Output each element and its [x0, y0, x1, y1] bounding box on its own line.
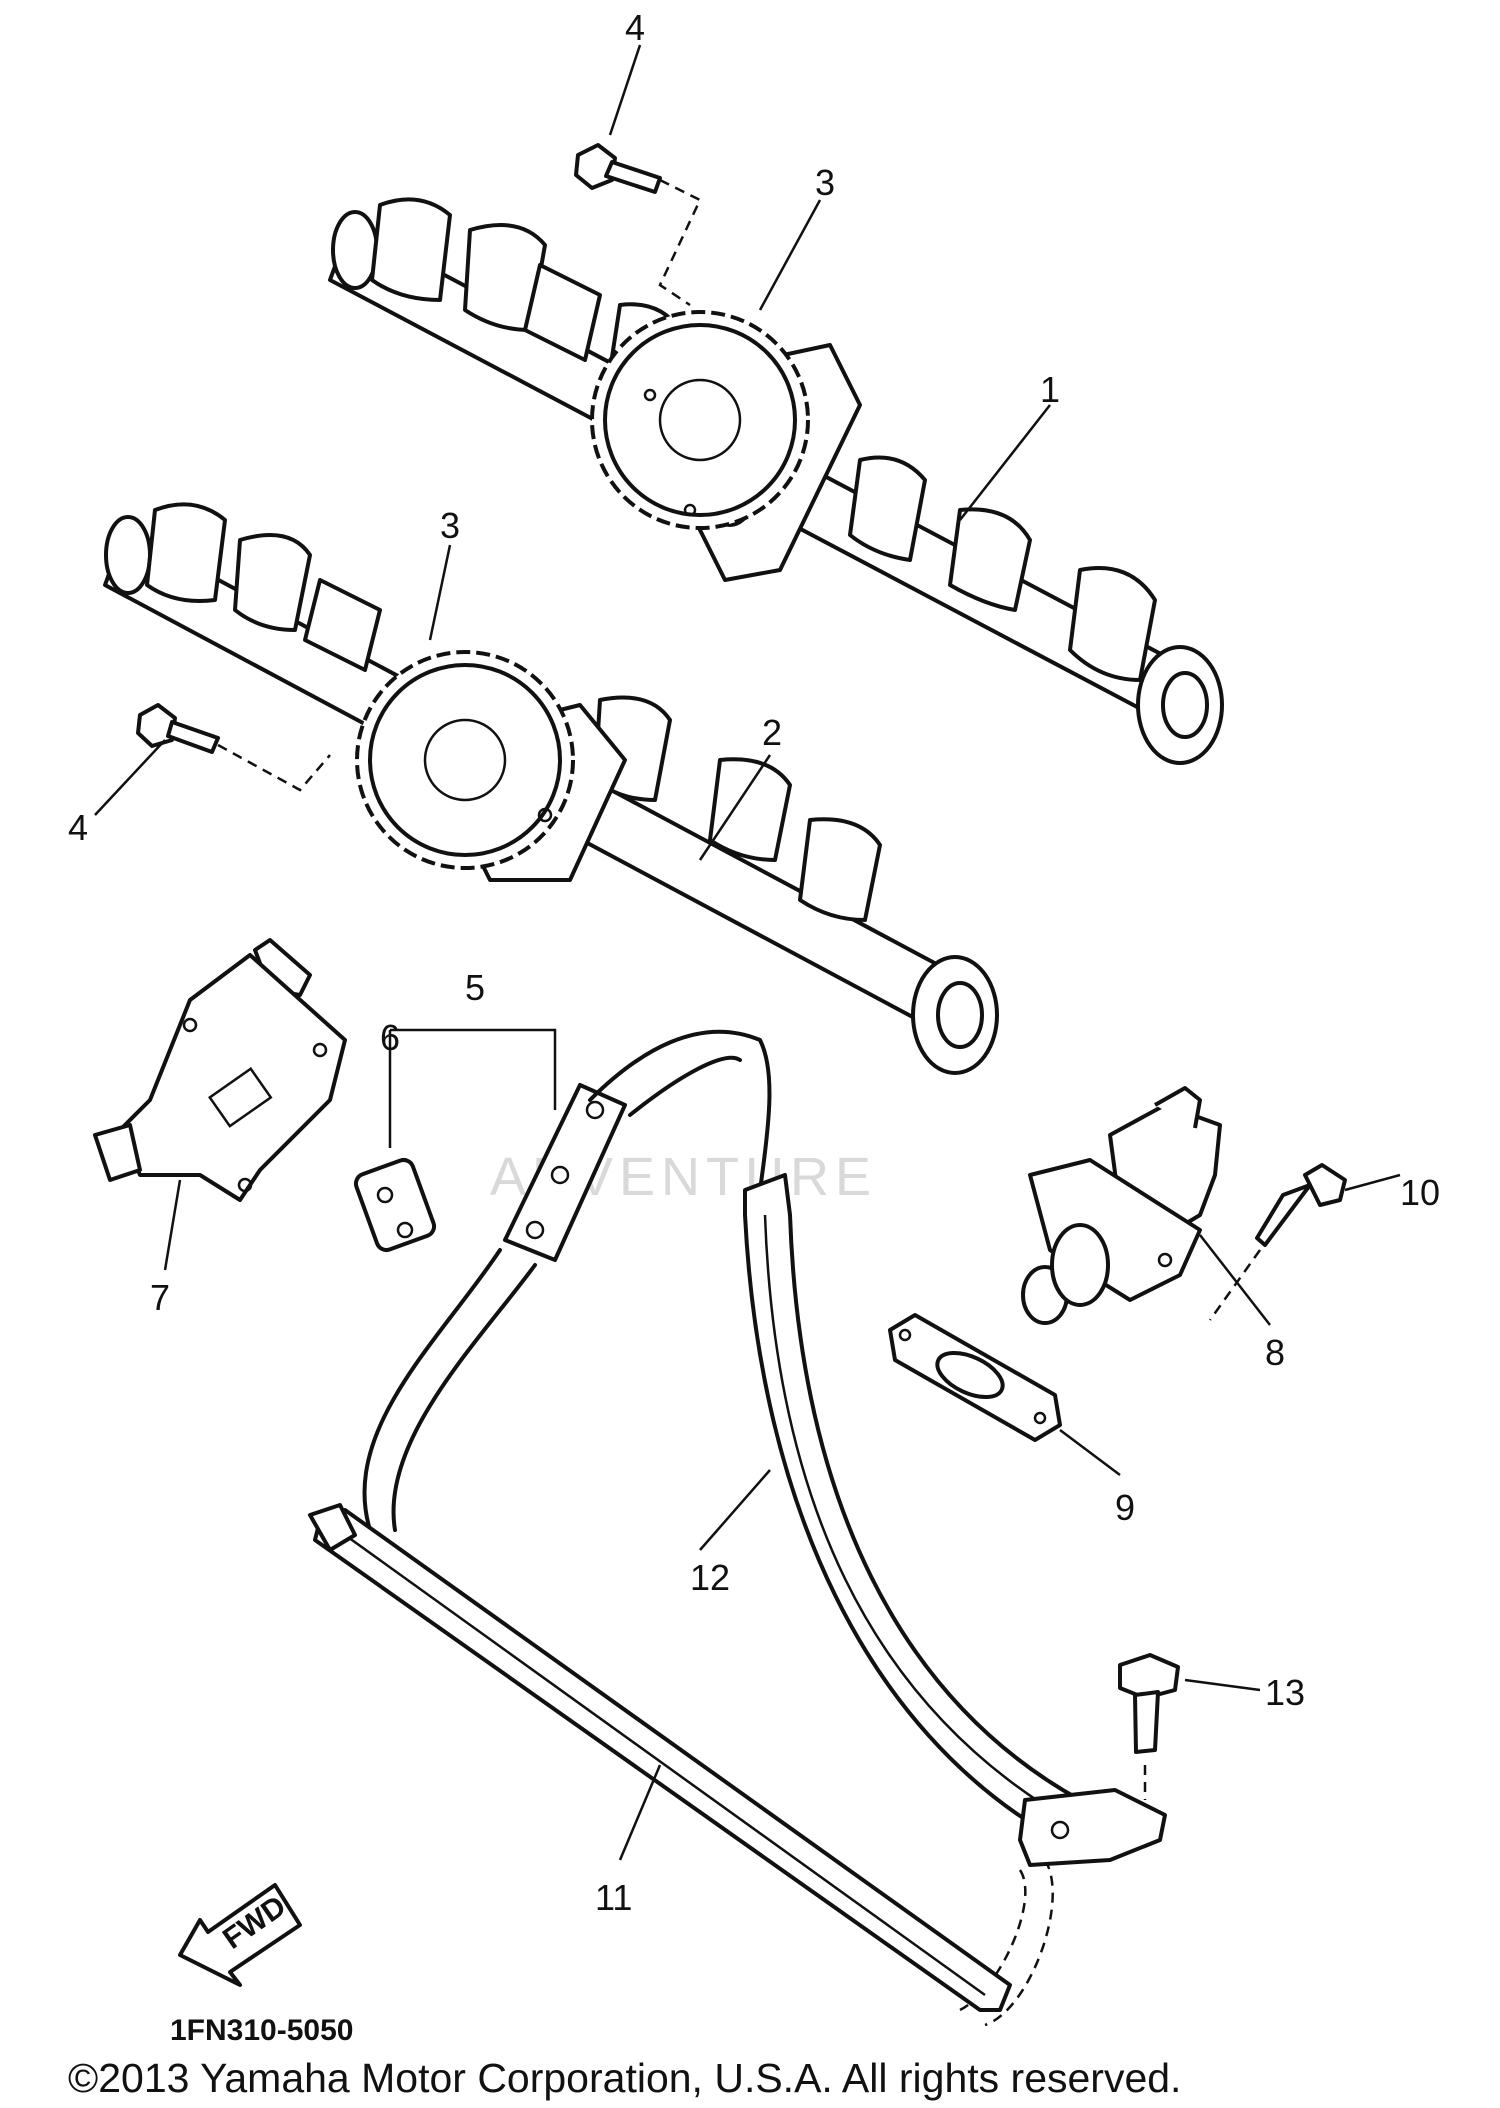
callout-3-upper: 3	[815, 162, 835, 203]
callout-4-lower: 4	[68, 807, 88, 848]
callout-12: 12	[690, 1557, 730, 1598]
cam-sprocket-upper	[590, 310, 810, 530]
chain-guide-top	[93, 938, 347, 1202]
guide-bolt	[1118, 1653, 1180, 1800]
chain-guide-front	[308, 1503, 1012, 2012]
chain-tensioner	[1021, 1086, 1222, 1325]
callout-7: 7	[150, 1277, 170, 1318]
callout-4-upper: 4	[625, 7, 645, 48]
tensioner-bolt	[1208, 1163, 1347, 1321]
chain-joint-clip	[353, 1157, 437, 1253]
callout-6: 6	[380, 1017, 400, 1058]
sprocket-bolt-lower	[136, 703, 331, 792]
sprocket-bolt-upper	[574, 143, 702, 307]
copyright-notice: ©2013 Yamaha Motor Corporation, U.S.A. A…	[68, 2055, 1181, 2101]
callout-8: 8	[1265, 1332, 1285, 1373]
callout-13: 13	[1265, 1672, 1305, 1713]
callout-10: 10	[1400, 1172, 1440, 1213]
callout-5: 5	[465, 967, 485, 1008]
callout-2: 2	[762, 712, 782, 753]
cam-chain	[362, 1029, 1054, 2027]
callout-9: 9	[1115, 1487, 1135, 1528]
callout-11: 11	[595, 1877, 632, 1918]
callout-1: 1	[1040, 369, 1060, 410]
chain-joint	[503, 1083, 627, 1262]
cam-sprocket-lower	[355, 650, 627, 882]
diagram-part-code: 1FN310-5050	[170, 2014, 353, 2047]
tensioner-gasket	[888, 1313, 1062, 1442]
callout-3-lower: 3	[440, 505, 460, 546]
chain-guide-rear	[743, 1173, 1167, 1867]
fwd-arrow: FWD	[178, 1883, 302, 1987]
